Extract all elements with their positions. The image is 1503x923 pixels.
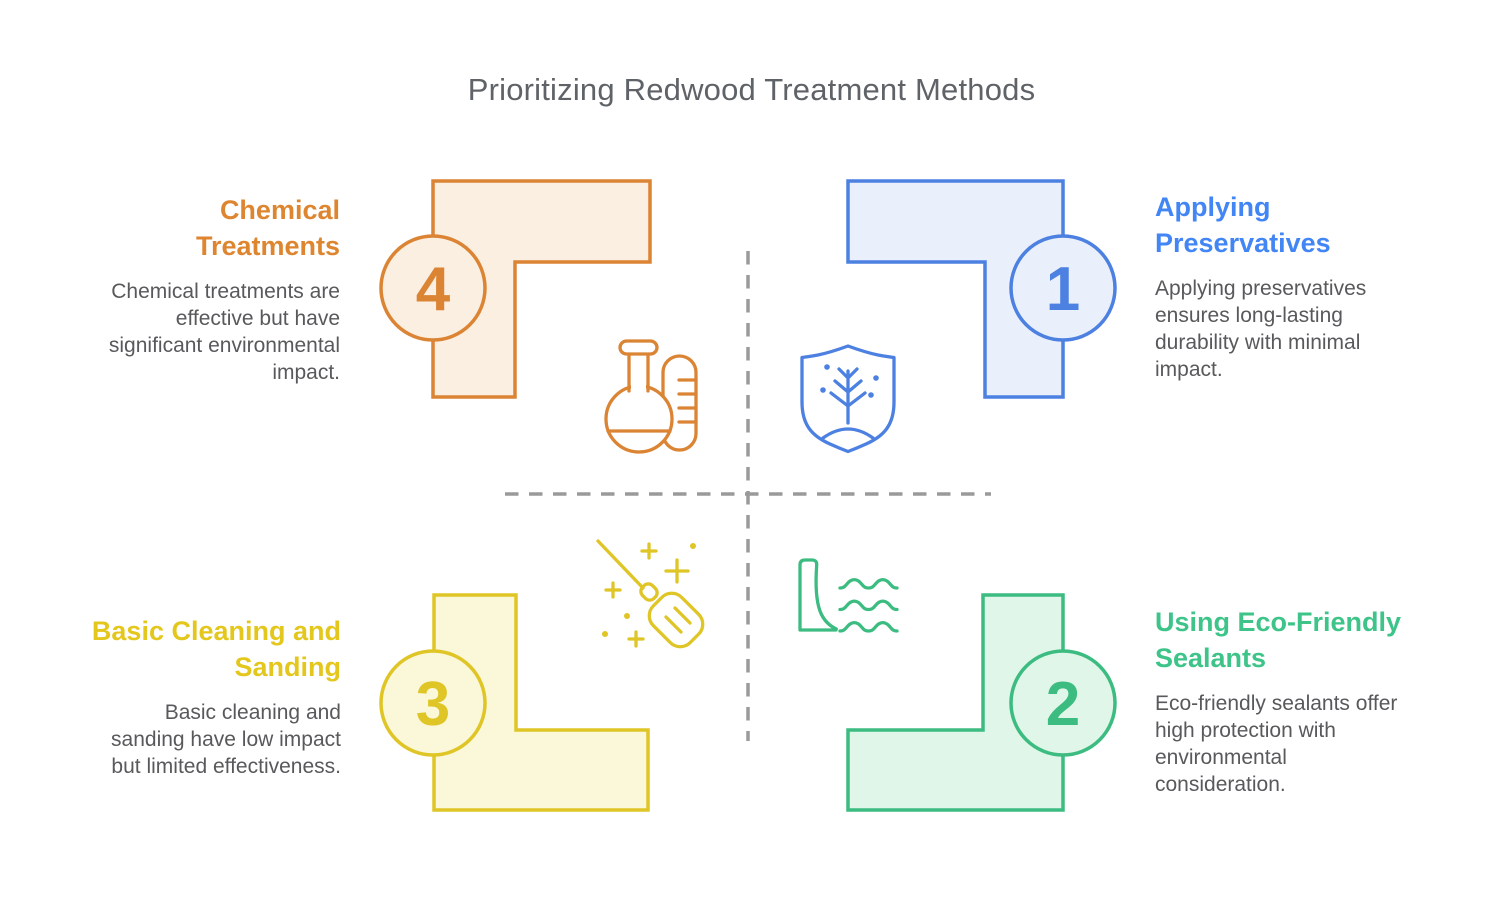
step-number-2: 2	[1046, 670, 1080, 739]
quadrant-heading-chemical-treatments: Chemical Treatments	[195, 195, 340, 261]
step-circle-1: 1	[1009, 234, 1117, 342]
page-title: Prioritizing Redwood Treatment Methods	[467, 72, 1036, 107]
quadrant-text-eco-sealants: Using Eco-Friendly Sealants Eco-friendly…	[1155, 604, 1411, 798]
quadrant-heading-basic-cleaning: Basic Cleaning and Sanding	[91, 616, 341, 682]
quadrant-text-basic-cleaning: Basic Cleaning and Sanding Basic cleanin…	[92, 613, 341, 780]
quadrant-heading-applying-preservatives: Applying Preservatives	[1155, 192, 1331, 258]
quadrant-body-applying-preservatives: Applying preservatives ensures long-last…	[1155, 277, 1367, 381]
quadrant-body-basic-cleaning: Basic cleaning and sanding have low impa…	[111, 701, 341, 778]
chemical-treatments-shape	[431, 179, 652, 399]
flask-test-tube-icon	[604, 339, 698, 454]
shield-sapling-icon	[800, 344, 896, 454]
dam-water-icon	[798, 558, 899, 633]
step-circle-2: 2	[1009, 649, 1117, 757]
quadrant-heading-eco-sealants: Using Eco-Friendly Sealants	[1155, 607, 1402, 673]
step-number-3: 3	[416, 670, 450, 739]
basic-cleaning-shape	[432, 593, 650, 812]
eco-sealants-shape	[846, 593, 1065, 812]
applying-preservatives-shape	[846, 179, 1065, 399]
broom-sparkle-icon	[596, 539, 705, 649]
quadrant-text-applying-preservatives: Applying Preservatives Applying preserva…	[1155, 189, 1405, 383]
quadrant-body-eco-sealants: Eco-friendly sealants offer high protect…	[1155, 692, 1398, 796]
quadrant-body-chemical-treatments: Chemical treatments are effective but ha…	[108, 280, 340, 384]
step-number-1: 1	[1046, 255, 1080, 324]
quadrant-text-chemical-treatments: Chemical Treatments Chemical treatments …	[90, 192, 340, 386]
step-circle-4: 4	[379, 234, 487, 342]
step-number-4: 4	[416, 255, 451, 324]
step-circle-3: 3	[379, 649, 487, 757]
